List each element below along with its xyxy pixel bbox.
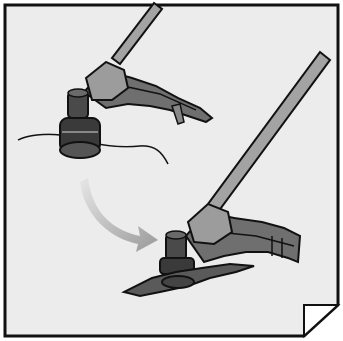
blade-nut: [162, 276, 194, 288]
upper-spool-cap: [60, 142, 100, 158]
upper-head-top: [68, 89, 88, 97]
lower-head-top: [166, 231, 186, 239]
panel-folded-corner: [304, 305, 338, 336]
